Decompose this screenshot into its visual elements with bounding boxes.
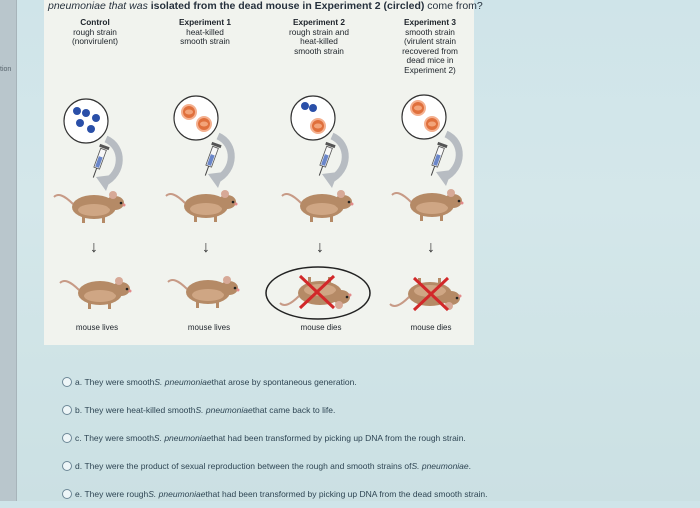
column-title: Experiment 1 [178,17,232,27]
column-exp3-heading: Experiment 3 smooth strain (virulent str… [383,17,477,75]
control-outcome: mouse lives [75,323,119,332]
radio-a[interactable] [62,377,72,387]
radio-b[interactable] [62,405,72,415]
choice-c[interactable]: c. They were smooth S. pneumoniae that h… [62,424,488,452]
choice-text: that arose by spontaneous generation. [211,377,357,387]
column-exp1-heading: Experiment 1 heat-killed smooth strain [160,17,250,47]
choice-species: S. pneumoniae [195,405,253,415]
column-desc-line: (nonvirulent) [71,36,119,46]
column-desc-line: Experiment 2) [404,64,456,75]
exp1-column-graphic: ↓ [165,95,241,309]
choice-species: S. pneumoniae [153,433,212,443]
column-desc-line: smooth strain [180,36,230,46]
choice-text: that came back to life. [252,405,336,415]
radio-d[interactable] [62,461,72,471]
choice-text: . [468,461,472,471]
column-desc-line: rough strain [73,26,117,37]
experiment-illustration: ↓ ↓ ↓ ↓ [53,94,465,320]
choice-text: that had been transformed by picking up … [205,489,488,499]
column-control-heading: Control rough strain (nonvirulent) [50,17,140,47]
question-bold: isolated from the dead mouse in Experime… [150,0,425,12]
choice-text: that had been transformed by picking up … [211,433,466,443]
left-panel-label: tion [0,66,12,73]
question-suffix: come from? [424,0,483,12]
question-text: pneumoniae that was isolated from the de… [48,0,483,12]
choice-a[interactable]: a. They were smooth S. pneumoniae that a… [62,368,488,396]
choice-text: They were smooth [84,433,154,443]
svg-text:↓: ↓ [427,239,435,256]
choice-text: They were rough [84,489,149,499]
exp2-outcome: mouse dies [300,323,342,332]
column-exp2-heading: Experiment 2 rough strain and heat-kille… [272,17,366,56]
choice-species: S. pneumoniae [148,489,206,499]
exp2-column-graphic: ↓ [265,95,371,320]
column-desc-line: smooth strain [294,45,344,56]
radio-c[interactable] [62,433,72,443]
choice-species: S. pneumoniae [411,461,469,471]
choice-text: They were smooth [84,377,155,387]
column-desc-line: rough strain and [289,26,349,37]
column-desc-line: dead mice in [406,55,454,65]
answer-choices: a. They were smooth S. pneumoniae that a… [62,368,488,508]
choice-text: They were heat-killed smooth [84,405,196,415]
choice-b[interactable]: b. They were heat-killed smooth S. pneum… [62,396,488,424]
choice-species: S. pneumoniae [154,377,212,387]
exp3-column-graphic: ↓ [389,94,465,312]
column-title: Experiment 3 [403,17,457,27]
choice-letter: c. [75,433,82,443]
left-panel-edge: tion [0,0,17,501]
choice-letter: b. [75,405,83,415]
choice-letter: a. [75,377,83,387]
svg-text:↓: ↓ [90,239,98,256]
column-title: Control [80,17,110,27]
column-desc-line: smooth strain [405,26,455,37]
column-desc-line: (virulent strain [403,36,457,46]
exp3-outcome: mouse dies [410,323,452,332]
choice-d[interactable]: d. They were the product of sexual repro… [62,452,488,480]
question-prefix: pneumoniae that was [48,0,151,12]
column-title: Experiment 2 [292,17,346,27]
control-column-graphic: ↓ [53,98,133,310]
svg-text:↓: ↓ [316,239,324,256]
choice-letter: d. [75,461,83,471]
exp1-outcome: mouse lives [187,323,231,332]
column-desc-line: recovered from [402,45,458,56]
column-desc-line: heat-killed [186,26,224,37]
column-desc-line: heat-killed [300,36,338,46]
choice-e[interactable]: e. They were rough S. pneumoniae that ha… [62,480,488,508]
choice-text: They were the product of sexual reproduc… [84,461,412,471]
radio-e[interactable] [62,489,72,499]
svg-text:↓: ↓ [202,239,210,256]
choice-letter: e. [75,489,83,499]
